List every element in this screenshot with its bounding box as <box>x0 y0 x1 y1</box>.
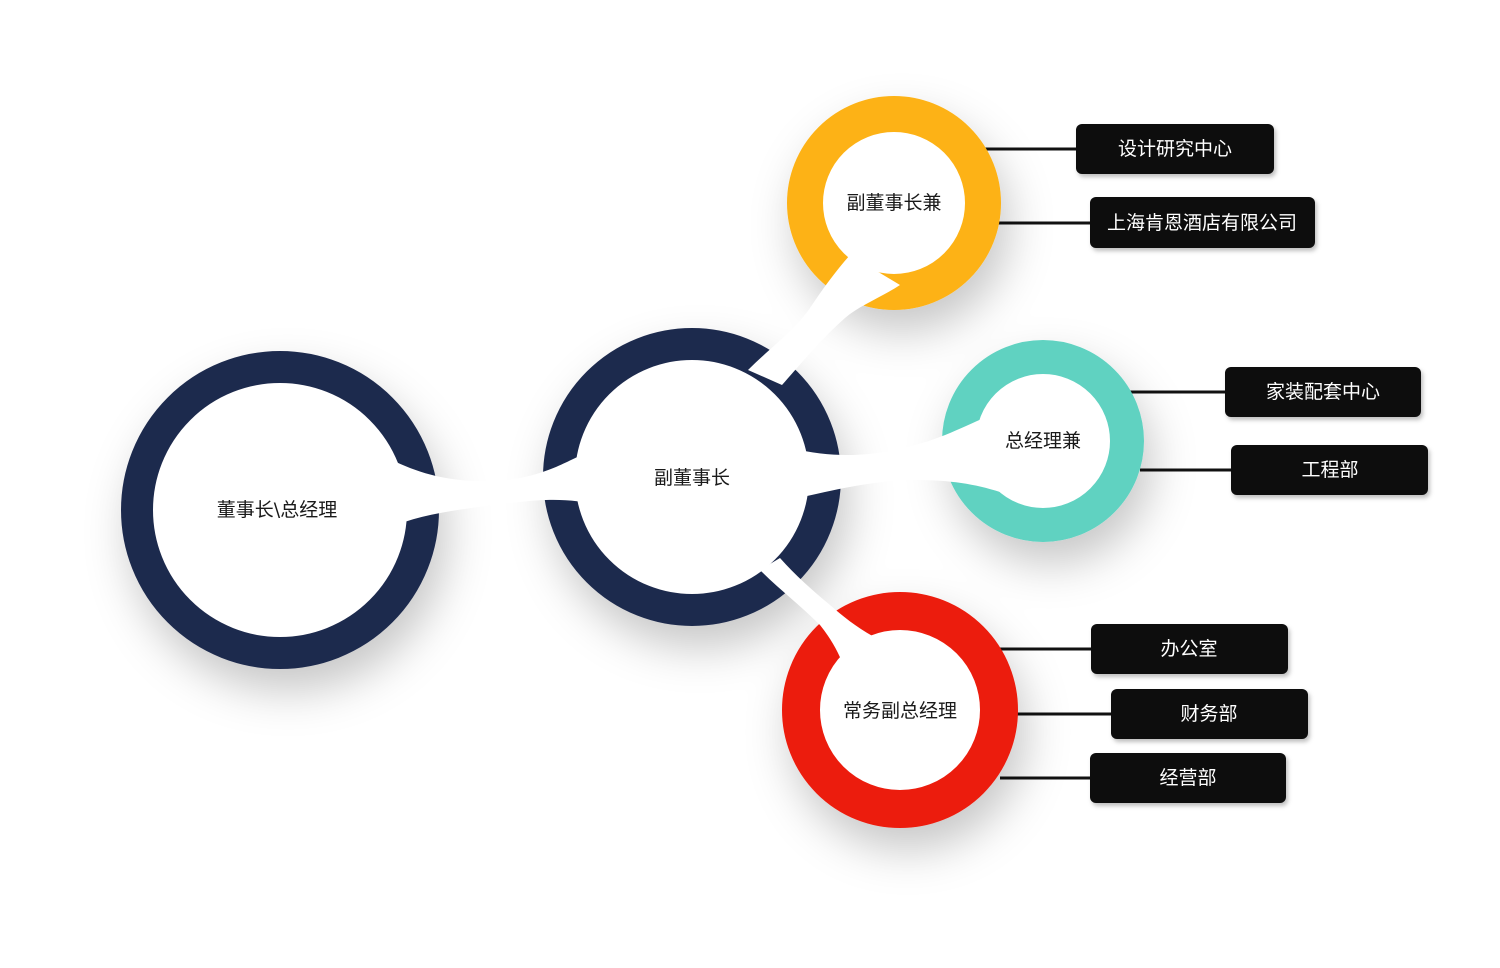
label-gm-concurrent: 总经理兼 <box>1005 430 1081 452</box>
box-design-center <box>1076 124 1274 174</box>
box-home-center <box>1225 367 1421 417</box>
ring-vice-chairman-concurrent <box>787 96 1001 310</box>
label-design-center: 设计研究中心 <box>1118 138 1232 160</box>
label-vice-chairman: 副董事长 <box>654 467 730 489</box>
label-exec-vgm: 常务副总经理 <box>843 700 957 722</box>
label-engineering: 工程部 <box>1301 459 1358 481</box>
box-finance <box>1111 689 1308 739</box>
connector-lines <box>985 147 1234 780</box>
bridge-chairman-vice <box>396 448 600 525</box>
box-shanghai-hotel <box>1090 197 1315 248</box>
bridge-vice-gold <box>748 255 900 385</box>
label-operations: 经营部 <box>1159 767 1216 789</box>
bridge-vice-red <box>760 558 880 670</box>
box-operations <box>1090 753 1286 803</box>
label-office: 办公室 <box>1160 638 1217 660</box>
label-vice-chairman-concurrent: 副董事长兼 <box>846 192 941 214</box>
label-shanghai-hotel: 上海肯恩酒店有限公司 <box>1107 212 1297 234</box>
box-engineering <box>1231 445 1428 495</box>
label-home-center: 家装配套中心 <box>1266 381 1380 403</box>
label-chairman: 董事长\总经理 <box>217 499 337 521</box>
bridges <box>396 255 1000 670</box>
label-finance: 财务部 <box>1180 703 1237 725</box>
box-office <box>1091 624 1288 674</box>
bridge-vice-teal <box>790 412 1000 500</box>
